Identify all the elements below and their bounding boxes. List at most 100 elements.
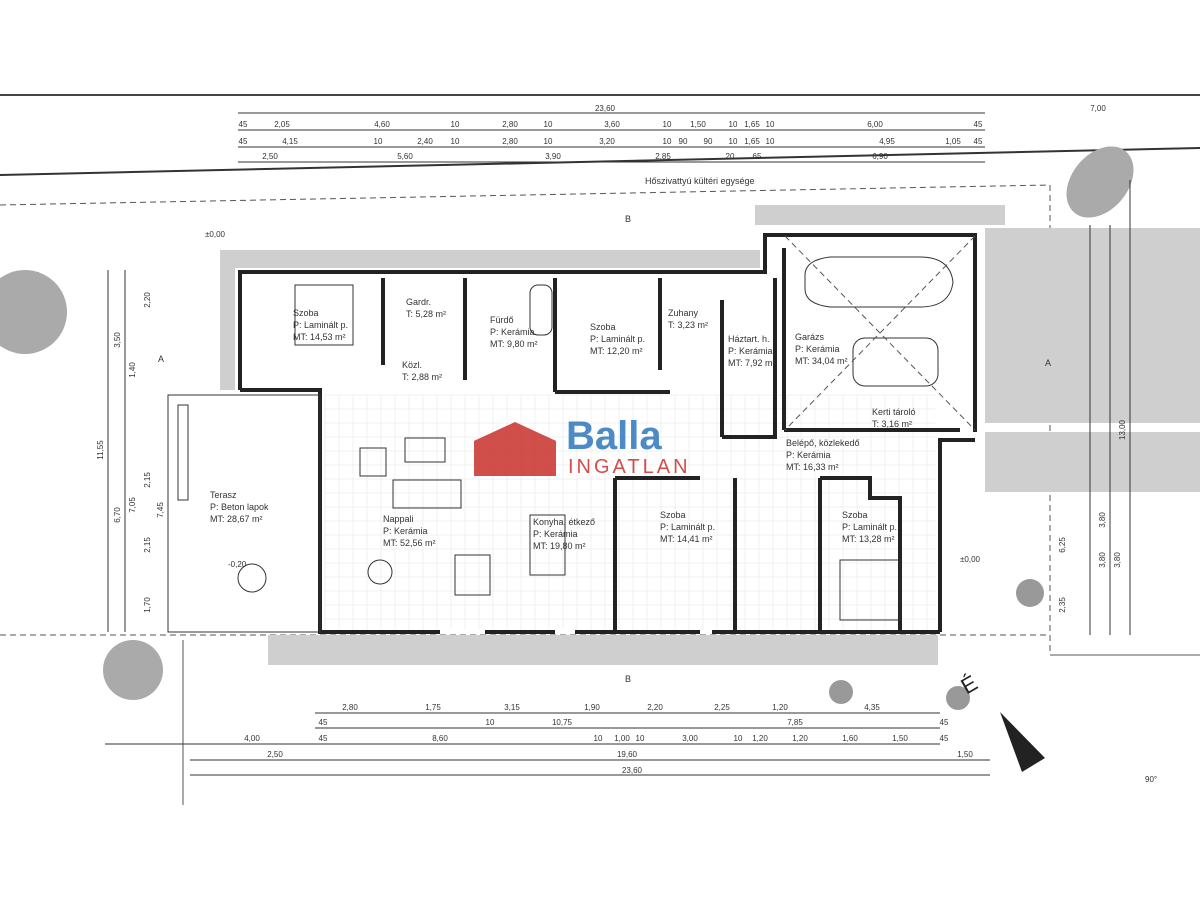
- terrace-outline: [167, 394, 321, 633]
- dimension-label: 90: [704, 137, 713, 146]
- round-table: [367, 559, 393, 585]
- dimension-label: 10: [451, 137, 460, 146]
- dimension-label: 1,65: [744, 120, 760, 129]
- dimension-label: 10: [636, 734, 645, 743]
- dimension-label: 10: [374, 137, 383, 146]
- room-area: MT: 34,04 m²: [795, 356, 848, 366]
- room-label: Közl.T: 2,88 m²: [402, 360, 442, 382]
- bed: [294, 284, 354, 346]
- section-b-bottom: B: [625, 674, 631, 684]
- room-area: MT: 13,28 m²: [842, 534, 895, 544]
- dimension-label: 2,50: [267, 750, 283, 759]
- room-label: Gardr.T: 5,28 m²: [406, 297, 446, 319]
- dimension-label: 3,60: [604, 120, 620, 129]
- dimension-label: 10: [766, 120, 775, 129]
- dimension-label: 90: [679, 137, 688, 146]
- room-name: Szoba: [293, 308, 319, 318]
- room-area: MT: 7,92 m²: [728, 358, 776, 368]
- dimension-label: 3,80: [1098, 552, 1107, 568]
- room-area: MT: 9,80 m²: [490, 339, 538, 349]
- dimension-label: 2,15: [143, 472, 152, 488]
- dimension-label: 6,00: [867, 120, 883, 129]
- heat-pump-label: Hőszivattyú kültéri egysége: [645, 176, 755, 186]
- dimension-label: 45: [239, 120, 248, 129]
- dimension-label: 45: [974, 137, 983, 146]
- dimension-label: 8,60: [432, 734, 448, 743]
- dimension-label: 65: [753, 152, 762, 161]
- annotation-labels: Hőszivattyú kültéri egysége A A B B ±0,0…: [158, 176, 1157, 784]
- room-area: MT: 14,41 m²: [660, 534, 713, 544]
- dimension-label: 1,20: [752, 734, 768, 743]
- dimension-label: 1,50: [892, 734, 908, 743]
- room-floor: P: Laminált p.: [293, 320, 348, 330]
- dimension-label: 1,05: [945, 137, 961, 146]
- dimension-label: 3,80: [1113, 552, 1122, 568]
- dimension-label: 6,90: [872, 152, 888, 161]
- dimension-label: 2,20: [647, 703, 663, 712]
- dimension-label: 1,50: [690, 120, 706, 129]
- room-name: Szoba: [660, 510, 686, 520]
- tree-icon: [103, 640, 163, 700]
- room-area: MT: 28,67 m²: [210, 514, 263, 524]
- dimension-label: 6,25: [1058, 537, 1067, 553]
- bathtub: [529, 284, 553, 336]
- dimension-label: 2,50: [262, 152, 278, 161]
- dimension-label: 1,00: [614, 734, 630, 743]
- bed: [839, 559, 901, 621]
- tree-icon: [1066, 146, 1134, 218]
- dimension-label: 2,40: [417, 137, 433, 146]
- room-area: MT: 52,56 m²: [383, 538, 436, 548]
- shrub-icon: [946, 686, 970, 710]
- room-name: Háztart. h.: [728, 334, 770, 344]
- dimension-label: 10: [544, 120, 553, 129]
- dimension-label: 5,60: [397, 152, 413, 161]
- dimension-label: 3,80: [1098, 512, 1107, 528]
- level-label: ±0,00: [960, 555, 981, 564]
- dimension-label: 45: [940, 718, 949, 727]
- dimension-label: 4,60: [374, 120, 390, 129]
- dimension-label: 10: [663, 137, 672, 146]
- angle-label: 90°: [1145, 775, 1157, 784]
- dimension-label: 7,45: [156, 502, 165, 518]
- dining-table: [454, 554, 491, 596]
- dimension-label: 2,25: [714, 703, 730, 712]
- coffee-table: [404, 437, 446, 463]
- dimension-label: 10: [544, 137, 553, 146]
- dimension-label: 10: [451, 120, 460, 129]
- room-name: Szoba: [842, 510, 868, 520]
- watermark-logo: Balla INGATLAN: [474, 414, 734, 480]
- dimension-label: 1,50: [957, 750, 973, 759]
- tree-icon: [0, 270, 67, 354]
- dimension-label: 7,85: [787, 718, 803, 727]
- dimension-label: 2,80: [502, 137, 518, 146]
- dimension-label: 4,15: [282, 137, 298, 146]
- room-area: MT: 19,80 m²: [533, 541, 586, 551]
- car-large: [804, 256, 954, 308]
- north-arrow: [1000, 712, 1045, 772]
- dimension-label: 3,15: [504, 703, 520, 712]
- dimension-label: 23,60: [622, 766, 643, 775]
- dimension-label: 19,60: [617, 750, 638, 759]
- dimension-label: 7,05: [128, 497, 137, 513]
- room-floor: T: 5,28 m²: [406, 309, 446, 319]
- section-b-top: B: [625, 214, 631, 224]
- room-name: Kerti tároló: [872, 407, 916, 417]
- dimension-label: 10: [766, 137, 775, 146]
- dimension-label: 1,20: [792, 734, 808, 743]
- floor-grid: [324, 394, 935, 630]
- room-floor: T: 3,23 m²: [668, 320, 708, 330]
- car-small: [852, 337, 939, 387]
- room-name: Fürdő: [490, 315, 514, 325]
- dimension-label: 2,85: [655, 152, 671, 161]
- room-name: Konyha, étkező: [533, 517, 595, 527]
